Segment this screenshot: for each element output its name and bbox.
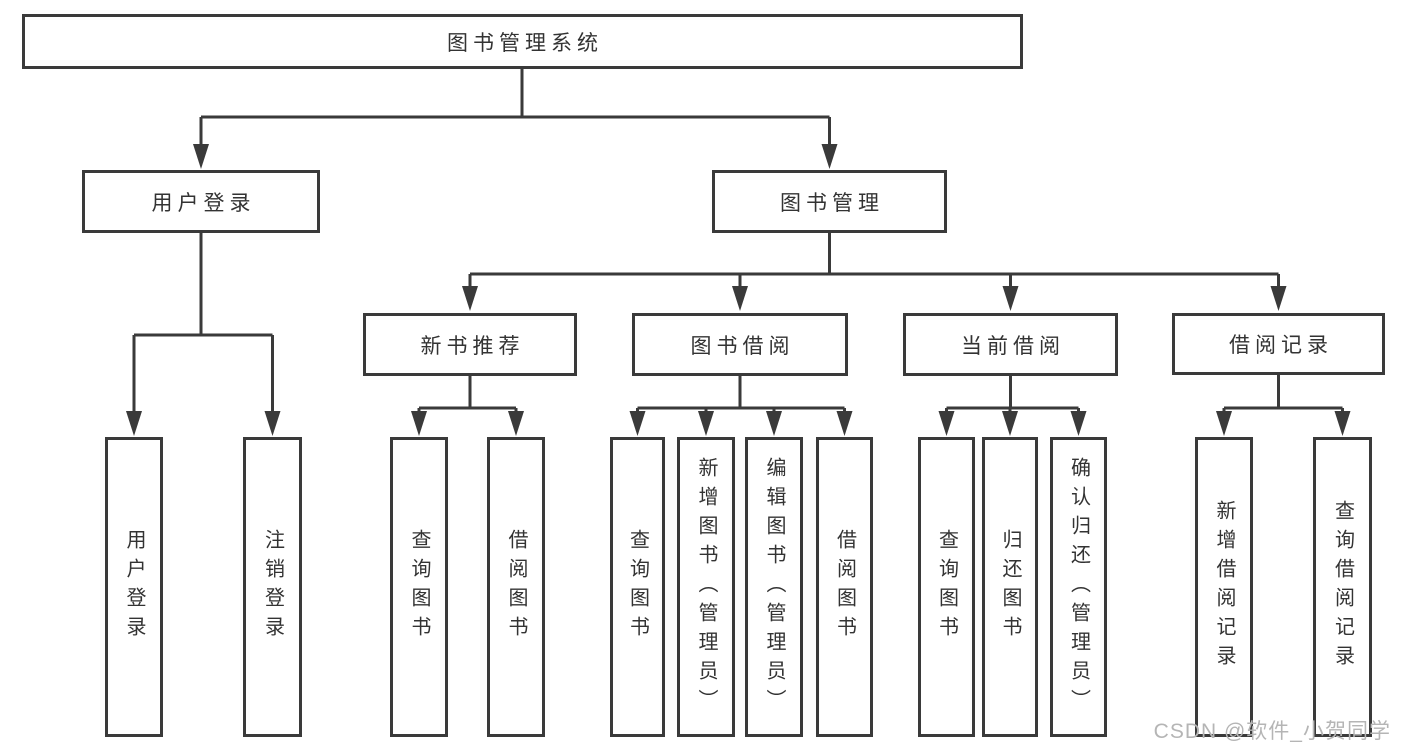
node-user-login: 用户登录 (82, 170, 320, 233)
leaf-query-borrow-record-label: 查询借阅记录 (1331, 500, 1354, 674)
leaf-borrow-books-recommend-label: 借阅图书 (505, 529, 527, 645)
leaf-user-login: 用户登录 (105, 437, 163, 737)
node-new-book-recommend-label: 新书推荐 (420, 334, 525, 358)
leaf-logout: 注销登录 (243, 437, 302, 737)
node-library-management-system: 图书管理系统 (22, 14, 1023, 69)
node-book-management: 图书管理 (712, 170, 947, 233)
node-book-borrowing: 图书借阅 (632, 313, 848, 376)
leaf-borrow-books: 借阅图书 (816, 437, 873, 737)
leaf-add-borrow-record: 新增借阅记录 (1195, 437, 1253, 737)
leaf-add-borrow-record-label: 新增借阅记录 (1213, 500, 1235, 674)
leaf-user-login-label: 用户登录 (123, 529, 145, 645)
node-book-borrowing-label: 图书借阅 (690, 334, 795, 358)
leaf-query-books-current: 查询图书 (918, 437, 975, 737)
leaf-borrow-books-label: 借阅图书 (833, 529, 856, 645)
leaf-edit-books-admin: 编辑图书（管理员） (745, 437, 803, 737)
leaf-query-books-borrowing-label: 查询图书 (626, 529, 649, 645)
csdn-watermark: CSDN @软件_小贺同学 (1153, 720, 1391, 743)
leaf-add-books-admin: 新增图书（管理员） (677, 437, 735, 737)
leaf-confirm-return-admin: 确认归还（管理员） (1050, 437, 1107, 737)
leaf-query-books-recommend-label: 查询图书 (408, 529, 430, 645)
node-new-book-recommend: 新书推荐 (363, 313, 577, 376)
leaf-query-books-borrowing: 查询图书 (610, 437, 665, 737)
leaf-return-books: 归还图书 (982, 437, 1038, 737)
node-current-borrowing-label: 当前借阅 (961, 334, 1065, 358)
leaf-edit-books-admin-label: 编辑图书（管理员） (763, 456, 785, 718)
node-borrowing-records-label: 借阅记录 (1229, 334, 1333, 357)
node-borrowing-records: 借阅记录 (1172, 313, 1385, 375)
leaf-query-books-recommend: 查询图书 (390, 437, 448, 737)
node-user-login-label: 用户登录 (151, 191, 256, 215)
leaf-logout-label: 注销登录 (261, 529, 284, 645)
leaf-query-books-current-label: 查询图书 (935, 529, 958, 645)
leaf-confirm-return-admin-label: 确认归还（管理员） (1067, 456, 1090, 718)
leaf-borrow-books-recommend: 借阅图书 (487, 437, 545, 737)
leaf-return-books-label: 归还图书 (999, 529, 1021, 645)
node-current-borrowing: 当前借阅 (903, 313, 1118, 376)
arrowheads (126, 144, 1351, 436)
leaf-query-borrow-record: 查询借阅记录 (1313, 437, 1372, 737)
node-book-management-label: 图书管理 (780, 191, 884, 215)
leaf-add-books-admin-label: 新增图书（管理员） (695, 456, 717, 718)
node-library-management-system-label: 图书管理系统 (447, 31, 603, 55)
